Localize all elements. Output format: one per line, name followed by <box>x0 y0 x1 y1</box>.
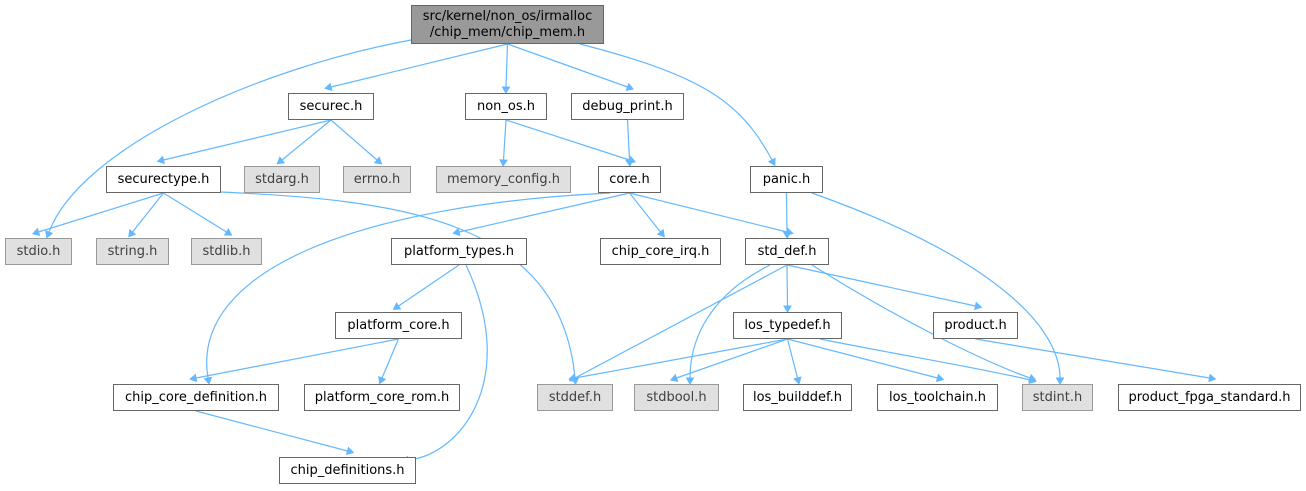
node-core-h[interactable]: core.h <box>598 166 661 193</box>
edge-platform_types_h-to-chip_definitions_h <box>407 264 488 461</box>
arrowhead-debug_print_h-to-core_h <box>625 159 634 167</box>
node-product-h[interactable]: product.h <box>933 312 1018 339</box>
arrowhead-panic_h-to-stdint_h <box>1055 377 1065 385</box>
node-errno-h: errno.h <box>343 166 411 193</box>
edge-securectype_h-to-stddef_h <box>220 191 576 379</box>
edge-core_h-to-std_def_h <box>629 192 788 233</box>
arrowhead-platform_core_h-to-chip_core_definition_h <box>189 373 198 383</box>
node-stdlib-h: stdlib.h <box>191 238 262 265</box>
arrowhead-los_typedef_h-to-stdint_h <box>1028 375 1037 385</box>
edge-securec_h-to-stdarg_h <box>281 119 332 161</box>
edge-platform_core_h-to-chip_core_definition_h <box>195 338 399 379</box>
arrowhead-root-to-debug_print_h <box>625 82 635 91</box>
node-platform-core-h[interactable]: platform_core.h <box>335 312 462 339</box>
arrowhead-std_def_h-to-product_h <box>974 301 983 311</box>
arrowhead-los_typedef_h-to-los_builddef_h <box>793 376 802 385</box>
edge-core_h-to-chip_core_definition_h <box>206 192 611 379</box>
arrowhead-securec_h-to-stdarg_h <box>276 156 286 165</box>
node-stdbool-h: stdbool.h <box>634 384 719 411</box>
arrowhead-core_h-to-platform_types_h <box>452 227 461 237</box>
arrowhead-root-to-panic_h <box>767 157 776 167</box>
root-node-chip-mem-h: src/kernel/non_os/irmalloc /chip_mem/chi… <box>411 5 604 44</box>
node-stdint-h: stdint.h <box>1022 384 1093 411</box>
node-platform-types-h[interactable]: platform_types.h <box>391 238 527 265</box>
edge-securectype_h-to-stdlib_h <box>163 192 227 233</box>
arrowhead-chip_core_definition_h-to-chip_definitions_h <box>345 446 355 456</box>
edge-los_typedef_h-to-stdint_h <box>819 338 1031 381</box>
node-securec-h[interactable]: securec.h <box>288 93 374 120</box>
arrowhead-securectype_h-to-string_h <box>128 228 137 238</box>
node-los-builddef-h[interactable]: los_builddef.h <box>743 384 852 411</box>
edge-securec_h-to-errno_h <box>330 119 378 161</box>
arrowhead-los_typedef_h-to-los_toolchain_h <box>935 373 945 383</box>
node-chip-definitions-h[interactable]: chip_definitions.h <box>279 457 416 484</box>
edge-non_os_h-to-core_h <box>505 119 630 161</box>
arrowhead-std_def_h-to-stdbool_h <box>685 377 695 385</box>
edge-std_def_h-to-los_typedef_h <box>786 264 789 307</box>
node-platform-core-rom-h[interactable]: platform_core_rom.h <box>304 384 460 411</box>
edge-non_os_h-to-memory_config_h <box>502 119 507 161</box>
arrowhead-root-to-stdio_h <box>45 229 54 239</box>
edge-los_typedef_h-to-los_builddef_h <box>786 338 799 379</box>
root-node-line-1: src/kernel/non_os/irmalloc <box>422 8 593 24</box>
arrowhead-root-to-securec_h <box>324 82 333 92</box>
arrowhead-securec_h-to-securectype_h <box>156 155 166 165</box>
edge-std_def_h-to-stddef_h <box>574 264 788 379</box>
edge-debug_print_h-to-core_h <box>626 119 631 161</box>
node-stdio-h: stdio.h <box>5 238 72 265</box>
node-product-fpga-standard-h[interactable]: product_fpga_standard.h <box>1118 384 1301 411</box>
edge-chip_core_definition_h-to-chip_definitions_h <box>195 410 348 452</box>
node-std-def-h[interactable]: std_def.h <box>745 238 829 265</box>
node-memory-config-h: memory_config.h <box>436 166 571 193</box>
root-node-line-2: /chip_mem/chip_mem.h <box>429 24 586 40</box>
arrowhead-core_h-to-chip_core_definition_h <box>203 376 213 385</box>
edge-root-to-debug_print_h <box>507 43 628 88</box>
arrowhead-panic_h-to-std_def_h <box>782 231 792 239</box>
edge-securectype_h-to-stdio_h <box>38 192 164 233</box>
node-panic-h[interactable]: panic.h <box>750 166 823 193</box>
arrowhead-los_typedef_h-to-stdbool_h <box>669 373 679 382</box>
arrowhead-product_h-to-product_fpga_standard_h <box>1208 373 1217 383</box>
edge-panic_h-to-stdint_h <box>811 192 1061 379</box>
arrowhead-std_def_h-to-los_typedef_h <box>783 305 792 313</box>
edge-securec_h-to-securectype_h <box>163 119 332 161</box>
edge-std_def_h-to-product_h <box>786 264 976 307</box>
edge-los_typedef_h-to-los_toolchain_h <box>787 338 938 379</box>
edge-los_typedef_h-to-stdbool_h <box>676 338 788 379</box>
edge-std_def_h-to-stdbool_h <box>689 264 771 379</box>
node-non-os-h[interactable]: non_os.h <box>465 93 547 120</box>
node-securectype-h[interactable]: securectype.h <box>106 166 221 193</box>
arrowhead-platform_types_h-to-platform_core_h <box>392 302 402 310</box>
arrowhead-securec_h-to-errno_h <box>373 156 383 165</box>
edge-panic_h-to-std_def_h <box>785 192 788 233</box>
edge-product_h-to-product_fpga_standard_h <box>975 338 1210 379</box>
edge-platform_core_h-to-platform_core_rom_h <box>381 338 400 379</box>
edge-core_h-to-chip_core_irq_h <box>629 192 661 233</box>
arrowhead-securectype_h-to-stdio_h <box>31 227 41 237</box>
node-stdarg-h: stdarg.h <box>244 166 320 193</box>
node-los-typedef-h[interactable]: los_typedef.h <box>733 312 842 339</box>
node-stddef-h: stddef.h <box>537 384 613 411</box>
node-debug-print-h[interactable]: debug_print.h <box>571 93 684 120</box>
arrowhead-non_os_h-to-memory_config_h <box>499 159 508 167</box>
arrowhead-securectype_h-to-stdlib_h <box>223 228 233 236</box>
edge-los_typedef_h-to-stddef_h <box>574 338 788 379</box>
arrowhead-los_typedef_h-to-stddef_h <box>568 373 577 383</box>
node-chip-core-definition-h[interactable]: chip_core_definition.h <box>113 384 279 411</box>
edge-core_h-to-platform_types_h <box>458 192 630 233</box>
arrowhead-core_h-to-chip_core_irq_h <box>656 228 665 238</box>
edge-platform_types_h-to-platform_core_h <box>398 264 460 307</box>
node-string-h: string.h <box>96 238 169 265</box>
arrowhead-root-to-non_os_h <box>501 86 511 94</box>
arrowhead-platform_core_h-to-platform_core_rom_h <box>378 375 387 385</box>
edge-root-to-stdio_h <box>48 39 412 233</box>
edge-securectype_h-to-string_h <box>132 192 164 233</box>
edge-root-to-non_os_h <box>505 43 509 88</box>
node-los-toolchain-h[interactable]: los_toolchain.h <box>877 384 998 411</box>
edge-root-to-panic_h <box>579 43 773 161</box>
edge-root-to-securec_h <box>330 43 508 88</box>
node-chip-core-irq-h[interactable]: chip_core_irq.h <box>600 238 721 265</box>
